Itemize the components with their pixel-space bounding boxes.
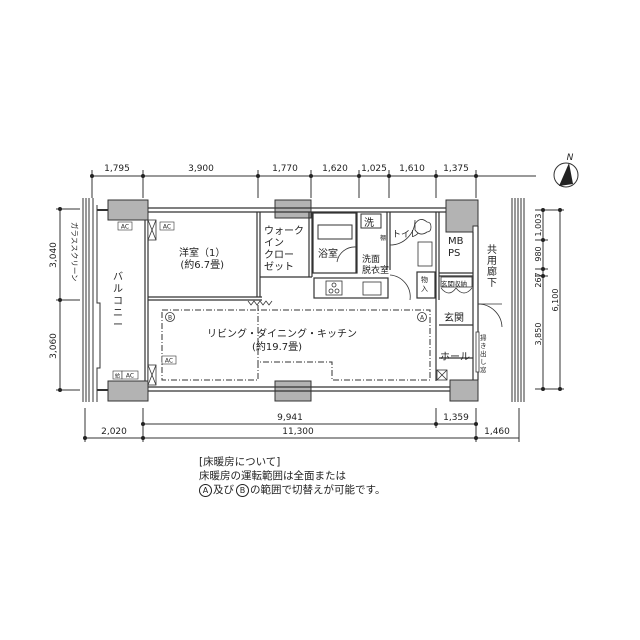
note-line-1: 床暖房の運転範囲は全面または <box>199 470 346 482</box>
glass-screen-label: ガラススクリーン <box>70 222 79 282</box>
accordion-door <box>247 300 273 306</box>
floor-heating-zones <box>161 305 431 381</box>
svg-text:A: A <box>420 315 425 322</box>
exterior-walls <box>144 207 479 392</box>
mbps-label: MB PS <box>448 236 464 259</box>
ac-labels <box>112 221 177 380</box>
sliding-window-label: 掃 き 出 し 窓 <box>480 334 487 374</box>
door-swings <box>336 219 503 328</box>
top-dimension-line <box>91 170 536 198</box>
stove-icon <box>325 280 343 296</box>
svg-text:N: N <box>567 153 574 163</box>
washroom-label: 洗面 脱衣室 <box>362 255 390 276</box>
dim-right-total: 6,100 <box>551 289 560 312</box>
zone-b-symbol: B <box>236 484 249 497</box>
dim-right-2: 980 <box>534 246 543 261</box>
svg-text:B: B <box>168 315 172 322</box>
dim-bottom-1359: 1,359 <box>443 413 469 423</box>
hall-label: ホール <box>440 352 470 363</box>
washer-label: 洗 <box>364 218 374 229</box>
linen-label: 棚 <box>380 235 387 242</box>
dim-top-7: 1,375 <box>443 164 469 174</box>
ac-ldk: AC <box>165 358 173 365</box>
glass-screen-rail <box>82 198 101 402</box>
dim-left-1: 3,040 <box>49 242 59 268</box>
dim-bottom-11300: 11,300 <box>282 427 314 437</box>
compass-icon: N <box>553 153 579 188</box>
toilet-label: トイレ <box>392 230 420 240</box>
dim-top-6: 1,610 <box>399 164 425 174</box>
walkin-closet-label: ウォーク イン クロー ゼット <box>264 226 304 273</box>
dim-left-2: 3,060 <box>49 333 59 359</box>
entrance-label: 玄関 <box>444 313 464 324</box>
bath-label: 浴室 <box>318 249 338 260</box>
dim-top-3: 1,770 <box>272 164 298 174</box>
zone-b-marker <box>165 312 175 322</box>
shoe-storage-label: 玄関収納 <box>441 280 467 288</box>
zone-a-symbol: A <box>199 484 212 497</box>
dim-top-2: 3,900 <box>188 164 214 174</box>
note-title: [床暖房について] <box>199 456 281 468</box>
storage-label: 物 入 <box>421 276 428 293</box>
corridor-label: 共 用 廊 下 <box>487 245 497 289</box>
ac-balcony-top: AC <box>121 224 129 231</box>
hot-water-label: 給 <box>115 373 120 380</box>
ac-bedroom: AC <box>163 224 171 231</box>
dim-right-4: 3,850 <box>534 323 543 346</box>
dim-top-4: 1,620 <box>322 164 348 174</box>
dim-top-1: 1,795 <box>104 164 130 174</box>
ldk-label: リビング・ダイニング・キッチン (約19.7畳) <box>207 329 357 353</box>
dim-bottom-2020: 2,020 <box>101 427 127 437</box>
corridor-rail <box>511 198 525 402</box>
bedroom-label: 洋室（1） (約6.7畳) <box>179 248 226 271</box>
closet-door-icons <box>147 219 448 386</box>
dim-bottom-9941: 9,941 <box>277 413 303 423</box>
dim-right-3: 267 <box>534 272 543 287</box>
toilet-icon <box>414 219 433 267</box>
ac-balcony-bottom: AC <box>126 373 134 380</box>
zone-a-marker <box>417 312 427 322</box>
dim-top-5: 1,025 <box>361 164 387 174</box>
balcony-label: バ ル コ ニ ー <box>113 272 123 331</box>
interior-walls <box>148 212 473 381</box>
dim-bottom-1460: 1,460 <box>484 427 510 437</box>
sink-icon <box>362 281 382 296</box>
dim-right-1: 1,003 <box>534 214 543 237</box>
